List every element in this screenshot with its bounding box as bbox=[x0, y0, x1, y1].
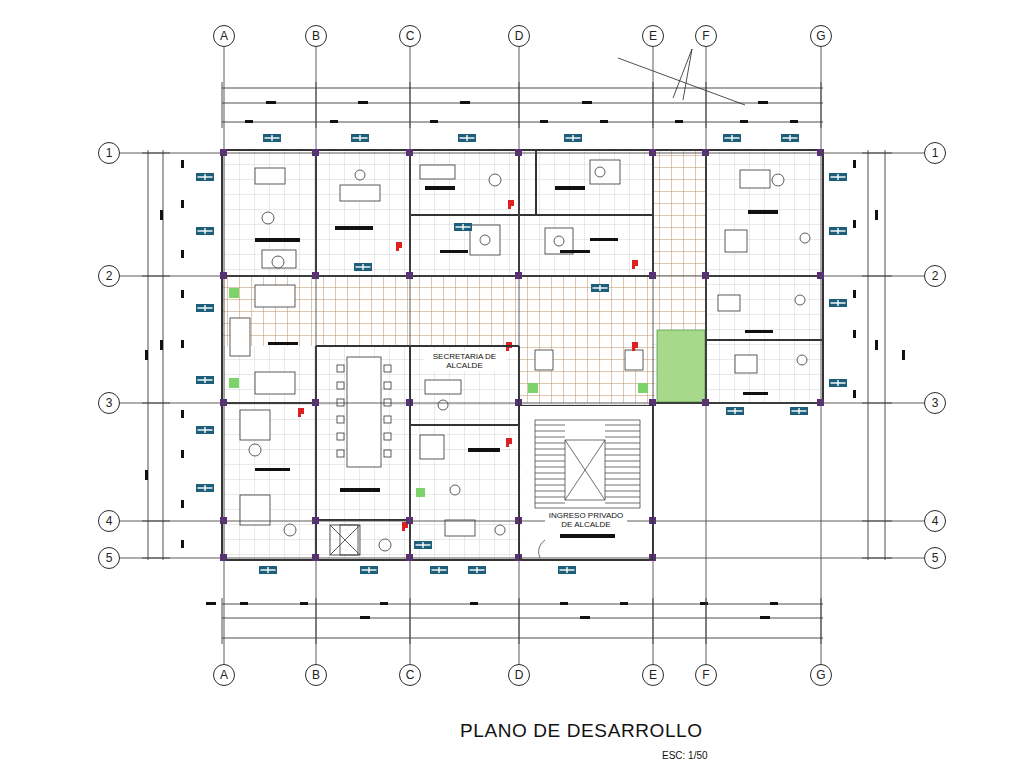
grid-label: A bbox=[220, 30, 228, 42]
grid-bubble: 5 bbox=[98, 547, 120, 569]
grid-bubble: 3 bbox=[924, 392, 946, 414]
grid-label: B bbox=[312, 30, 320, 42]
grid-label: C bbox=[406, 669, 415, 681]
grid-bubble: B bbox=[305, 25, 327, 47]
grid-bubble: 4 bbox=[98, 510, 120, 532]
grid-label: B bbox=[312, 669, 320, 681]
grid-line bbox=[653, 47, 654, 664]
grid-label: 2 bbox=[106, 270, 113, 282]
grid-line bbox=[706, 47, 707, 664]
grid-bubble: C bbox=[399, 664, 421, 686]
grid-bubble: 2 bbox=[924, 265, 946, 287]
grid-line bbox=[821, 47, 822, 664]
grid-label: 5 bbox=[932, 552, 939, 564]
grid-label: G bbox=[816, 669, 825, 681]
grid-line bbox=[120, 276, 924, 277]
grid-label: 3 bbox=[106, 397, 113, 409]
grid-label: F bbox=[702, 669, 709, 681]
grid-label: 2 bbox=[932, 270, 939, 282]
grid-bubble: D bbox=[508, 25, 530, 47]
grid-bubble: 3 bbox=[98, 392, 120, 414]
grid-bubble: 4 bbox=[924, 510, 946, 532]
grid-label: A bbox=[220, 669, 228, 681]
grid-bubble: 2 bbox=[98, 265, 120, 287]
grid-label: E bbox=[649, 669, 657, 681]
room-outline: SECRETARIA DE ALCALDE bbox=[410, 346, 519, 425]
grid-label: 3 bbox=[932, 397, 939, 409]
grid-bubble: G bbox=[810, 664, 832, 686]
grid-label: C bbox=[406, 30, 415, 42]
grid-bubble: 1 bbox=[924, 142, 946, 164]
grid-label: G bbox=[816, 30, 825, 42]
grid-label: 4 bbox=[932, 515, 939, 527]
grid-label: D bbox=[515, 669, 524, 681]
grid-bubble: D bbox=[508, 664, 530, 686]
grid-bubble: 1 bbox=[98, 142, 120, 164]
grid-line bbox=[224, 47, 225, 664]
grid-line bbox=[120, 153, 924, 154]
room-name: SECRETARIA DE ALCALDE bbox=[424, 351, 506, 371]
room-outline: INGRESO PRIVADO DE ALCALDE bbox=[519, 405, 653, 560]
grid-label: E bbox=[649, 30, 657, 42]
grid-line bbox=[120, 403, 924, 404]
grid-bubble: F bbox=[695, 25, 717, 47]
grid-bubble: A bbox=[213, 25, 235, 47]
drawing-title: PLANO DE DESARROLLO bbox=[460, 720, 703, 742]
grid-bubble: G bbox=[810, 25, 832, 47]
grid-bubble: 5 bbox=[924, 547, 946, 569]
grid-bubble: E bbox=[642, 664, 664, 686]
scale-note: ESC: 1/50 bbox=[662, 750, 708, 761]
grid-bubble: B bbox=[305, 664, 327, 686]
grid-line bbox=[120, 558, 924, 559]
room-name: INGRESO PRIVADO DE ALCALDE bbox=[545, 510, 627, 530]
grid-bubble: F bbox=[695, 664, 717, 686]
grid-label: 1 bbox=[932, 147, 939, 159]
grid-bubble: A bbox=[213, 664, 235, 686]
grid-line bbox=[316, 47, 317, 664]
grid-label: 1 bbox=[106, 147, 113, 159]
grid-label: 4 bbox=[106, 515, 113, 527]
grid-label: D bbox=[515, 30, 524, 42]
grid-line bbox=[120, 521, 924, 522]
grid-bubble: E bbox=[642, 25, 664, 47]
grid-label: F bbox=[702, 30, 709, 42]
grid-label: 5 bbox=[106, 552, 113, 564]
grid-bubble: C bbox=[399, 25, 421, 47]
